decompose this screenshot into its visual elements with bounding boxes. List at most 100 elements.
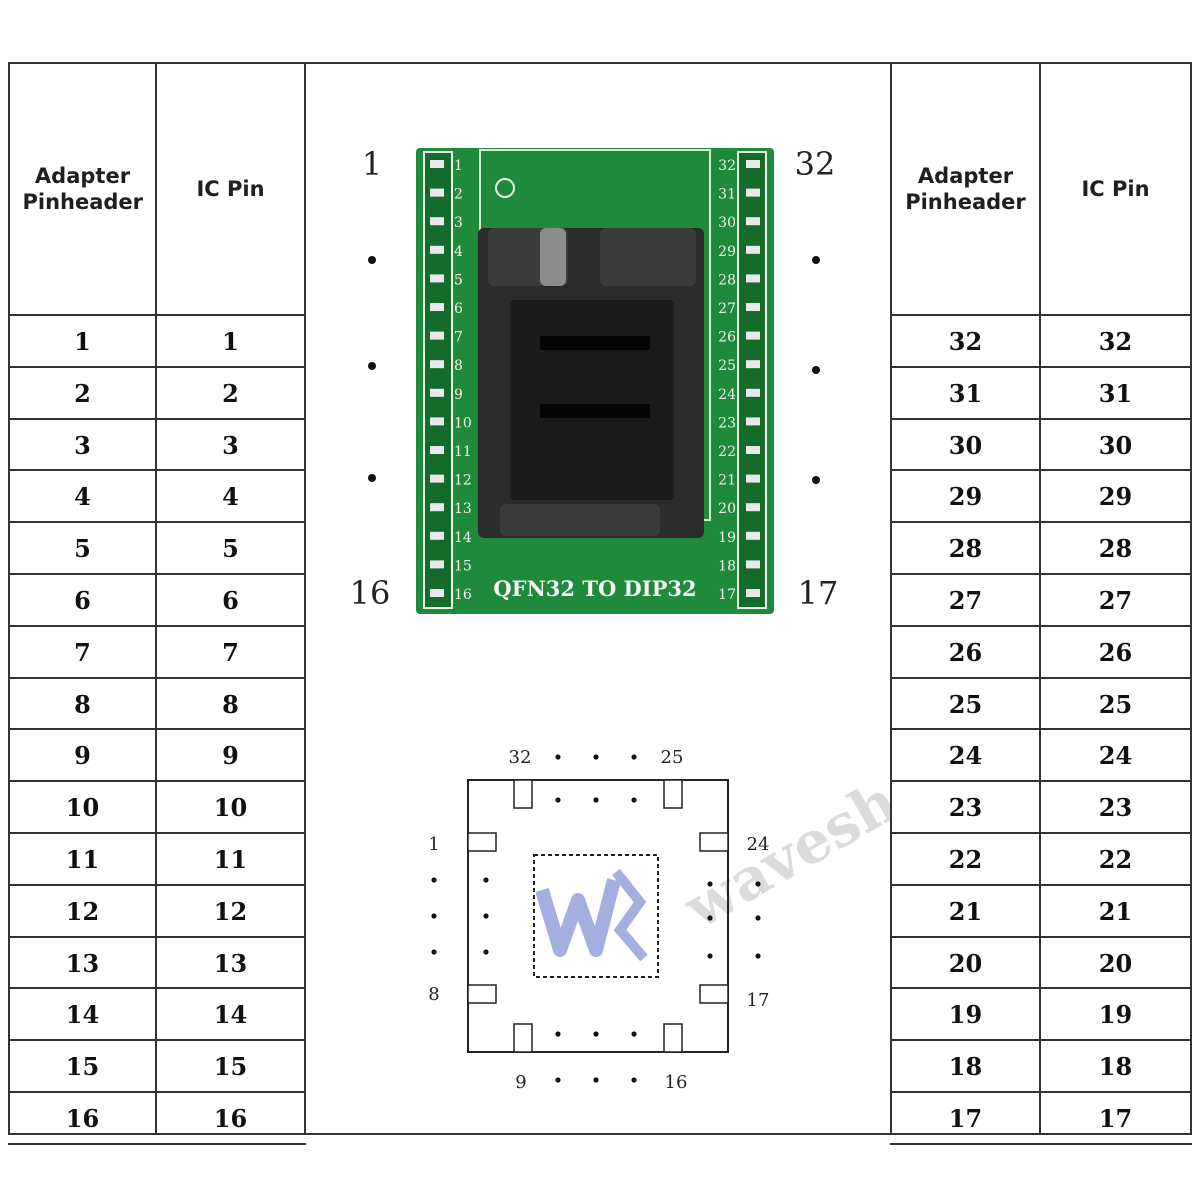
right-adapter-pin-cell: 32	[948, 326, 983, 356]
fp-label-right-bottom: 17	[747, 990, 770, 1011]
right-header-ic: IC Pin	[1041, 64, 1190, 314]
left-ic-pin-cell: 13	[213, 948, 248, 978]
footprint-dot	[755, 881, 761, 887]
socket-cavity	[510, 300, 674, 500]
left-pin-header	[423, 151, 453, 609]
left-header-adapter-text: Adapter Pinheader	[22, 164, 144, 214]
header-pin	[430, 303, 444, 311]
fp-label-top-left: 32	[509, 747, 532, 768]
watermark-brand-text: waveshare	[672, 714, 890, 942]
corner-label-top-right: 32	[795, 145, 836, 183]
header-pin	[746, 160, 760, 168]
left-ic-pin-cell: 15	[213, 1051, 248, 1081]
header-pin	[746, 388, 760, 397]
left-ic-pin-cell: 7	[222, 637, 239, 667]
board-side-dots	[368, 256, 820, 484]
row-line-right	[890, 573, 1192, 575]
left-adapter-pin-cell: 9	[74, 740, 91, 770]
row-line-left	[8, 521, 306, 523]
col-line-1	[155, 62, 157, 1135]
right-header-adapter-text: Adapter Pinheader	[905, 164, 1026, 214]
row-line-left	[8, 1143, 306, 1145]
footprint-dot	[555, 1077, 561, 1083]
footprint-dot	[555, 1031, 561, 1037]
right-ic-pin-cell: 18	[1098, 1051, 1133, 1081]
qfn-footprint: 32 25 1 8 24 17 9 16	[428, 747, 769, 1093]
footprint-dot	[755, 953, 761, 959]
left-adapter-pin-cell: 11	[65, 844, 100, 874]
footprint-pad	[513, 779, 533, 809]
header-pin	[430, 446, 444, 454]
right-ic-pin-cell: 28	[1098, 533, 1133, 563]
left-header-adapter: Adapter Pinheader	[10, 64, 155, 314]
right-adapter-pin-cell: 23	[948, 792, 983, 822]
col-line-2	[304, 62, 306, 1135]
header-pin	[746, 446, 760, 454]
left-pin-number: 3	[454, 215, 463, 231]
row-line-right	[890, 728, 1192, 730]
right-adapter-pin-cell: 17	[948, 1103, 983, 1133]
left-adapter-pin-cell: 13	[65, 948, 100, 978]
header-pin	[746, 245, 760, 254]
right-header-ic-text: IC Pin	[1081, 177, 1150, 201]
row-line-right	[890, 625, 1192, 627]
board-dot	[812, 256, 820, 264]
left-ic-pin-cell: 9	[222, 740, 239, 770]
right-adapter-pin-cell: 27	[948, 585, 983, 615]
left-adapter-pin-cell: 3	[74, 430, 91, 460]
right-pin-number: 18	[718, 558, 736, 574]
footprint-dot	[631, 754, 637, 760]
left-ic-pin-cell: 6	[222, 585, 239, 615]
header-pin	[746, 560, 760, 569]
left-pin-number: 16	[454, 587, 472, 603]
header-pin	[430, 360, 444, 369]
footprint-pad	[699, 984, 729, 1004]
right-adapter-pin-cell: 19	[948, 999, 983, 1029]
left-header-ic: IC Pin	[157, 64, 304, 314]
left-ic-pin-cell: 4	[222, 481, 239, 511]
header-pin	[746, 474, 760, 483]
right-adapter-pin-cell: 30	[948, 430, 983, 460]
header-pin	[430, 274, 444, 283]
right-adapter-pin-cell: 25	[948, 689, 983, 719]
row-line-right	[890, 780, 1192, 782]
right-adapter-pin-cell: 28	[948, 533, 983, 563]
corner-label-bottom-left: 16	[350, 574, 391, 612]
row-line-right	[890, 677, 1192, 679]
left-ic-pin-cell: 3	[222, 430, 239, 460]
left-adapter-pin-cell: 2	[74, 378, 91, 408]
header-pin	[746, 217, 760, 226]
row-line-left	[8, 366, 306, 368]
footprint-dot	[555, 754, 561, 760]
logo-w-shape	[535, 878, 621, 957]
row-line-right	[890, 987, 1192, 989]
right-adapter-pin-cell: 24	[948, 740, 983, 770]
top-border	[8, 62, 1192, 64]
right-ic-pin-cell: 32	[1098, 326, 1133, 356]
footprint-dot	[593, 754, 599, 760]
left-adapter-pin-cell: 12	[65, 896, 100, 926]
fp-label-right-top: 24	[747, 834, 770, 855]
col-line-0	[8, 62, 10, 1135]
header-pin	[746, 303, 760, 311]
header-pin	[430, 531, 444, 540]
row-line-right	[890, 1091, 1192, 1093]
left-adapter-pin-cell: 16	[65, 1103, 100, 1133]
left-pin-number: 12	[454, 473, 472, 489]
header-pin	[430, 503, 444, 512]
right-adapter-pin-cell: 31	[948, 378, 983, 408]
header-pin	[746, 503, 760, 512]
header-pin	[746, 589, 760, 597]
left-pin-number: 13	[454, 501, 472, 517]
fp-label-bottom-right: 16	[665, 1072, 688, 1093]
right-pin-number: 23	[718, 415, 736, 431]
right-ic-pin-cell: 24	[1098, 740, 1133, 770]
left-ic-pin-cell: 1	[222, 326, 239, 356]
right-pin-number: 28	[718, 272, 736, 288]
row-line-right	[890, 314, 1192, 316]
right-ic-pin-cell: 21	[1098, 896, 1133, 926]
row-line-left	[8, 1091, 306, 1093]
pin1-marker-icon	[495, 178, 515, 198]
board-dot	[368, 256, 376, 264]
